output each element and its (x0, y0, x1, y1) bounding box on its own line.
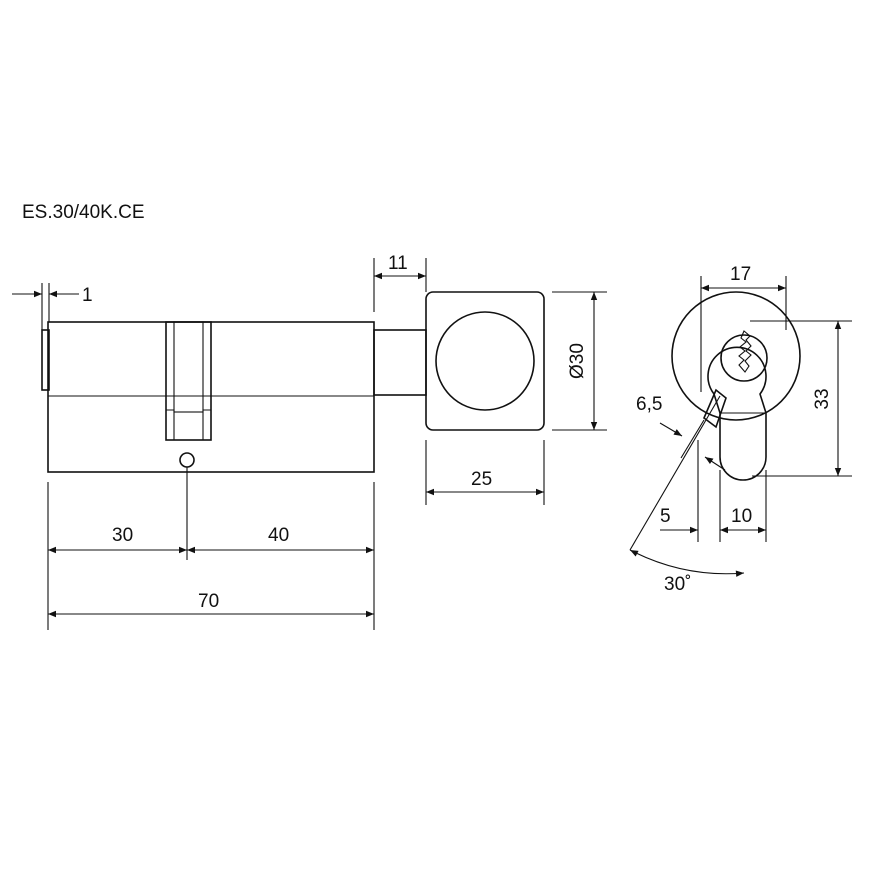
dim-body-width: 10 (731, 506, 752, 527)
dim-left-length: 30 (112, 525, 133, 546)
dim-cam-thickness: 6,5 (636, 394, 662, 415)
dim-knob-length: 25 (471, 469, 492, 490)
dim-cam-offset: 5 (660, 506, 671, 527)
model-code-label: ES.30/40K.CE (22, 202, 145, 223)
dimension-labels: 1 11 Ø30 25 30 40 70 17 33 6,5 5 10 30˚ (82, 253, 833, 612)
side-view-dimensions (12, 258, 607, 630)
cylinder-side-view (41, 321, 375, 473)
dim-profile-height: 33 (812, 388, 833, 409)
dim-knob-diameter: Ø30 (567, 343, 588, 379)
dim-total-length: 70 (198, 591, 219, 612)
dim-flange-offset: 1 (82, 285, 93, 306)
dim-right-length: 40 (268, 525, 289, 546)
cylinder-end-view (671, 291, 801, 481)
dim-cam-angle: 30˚ (664, 574, 691, 595)
thumbturn-side-view (373, 291, 545, 431)
dim-profile-width: 17 (730, 264, 751, 285)
end-view-dimensions (629, 276, 852, 577)
dim-shaft-length: 11 (388, 253, 408, 274)
